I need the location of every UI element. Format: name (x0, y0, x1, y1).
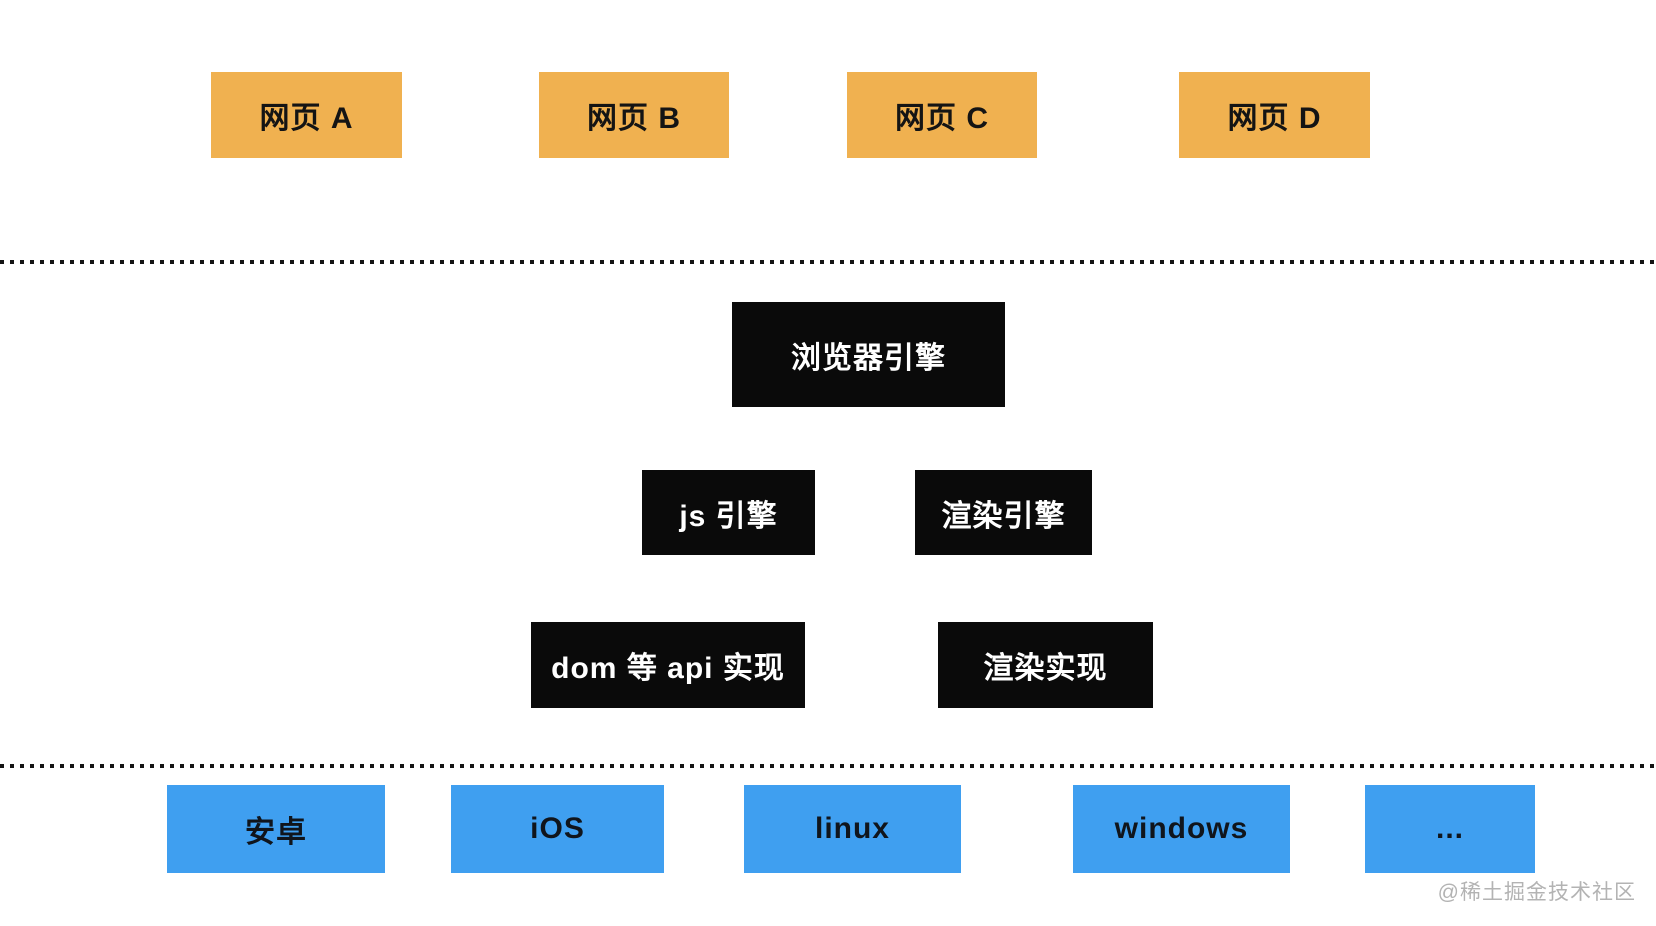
webpage-d-box: 网页 D (1179, 72, 1370, 158)
webpage-d-label: 网页 D (1227, 102, 1322, 135)
separator-dotted-line-top (0, 260, 1656, 264)
platform-other-label: ... (1435, 812, 1464, 845)
webpage-c-box: 网页 C (847, 72, 1037, 158)
dom-api-impl-label: dom 等 api 实现 (551, 652, 785, 685)
platform-other-box: ... (1365, 785, 1535, 873)
platform-linux-box: linux (744, 785, 961, 873)
platform-android-box: 安卓 (167, 785, 385, 873)
separator-dotted-line-bottom (0, 764, 1656, 768)
platform-ios-box: iOS (451, 785, 664, 873)
platform-linux-label: linux (814, 812, 890, 845)
webpage-b-label: 网页 B (587, 102, 681, 135)
platform-windows-box: windows (1073, 785, 1290, 873)
dom-api-impl-box: dom 等 api 实现 (531, 622, 805, 708)
browser-engine-label: 浏览器引擎 (791, 341, 946, 375)
platform-ios-label: iOS (530, 812, 585, 845)
platform-android-label: 安卓 (245, 816, 307, 849)
browser-engine-box: 浏览器引擎 (732, 302, 1005, 407)
js-engine-box: js 引擎 (642, 470, 815, 555)
webpage-a-label: 网页 A (259, 102, 354, 135)
watermark-text: @稀土掘金技术社区 (1437, 881, 1636, 904)
webpage-a-box: 网页 A (211, 72, 402, 158)
webpage-c-label: 网页 C (895, 102, 989, 135)
render-engine-box: 渲染引擎 (915, 470, 1092, 555)
render-impl-label: 渲染实现 (983, 652, 1108, 685)
render-engine-label: 渲染引擎 (941, 499, 1066, 533)
webpage-b-box: 网页 B (539, 72, 729, 158)
render-impl-box: 渲染实现 (938, 622, 1153, 708)
platform-windows-label: windows (1114, 812, 1249, 845)
js-engine-label: js 引擎 (679, 499, 778, 533)
